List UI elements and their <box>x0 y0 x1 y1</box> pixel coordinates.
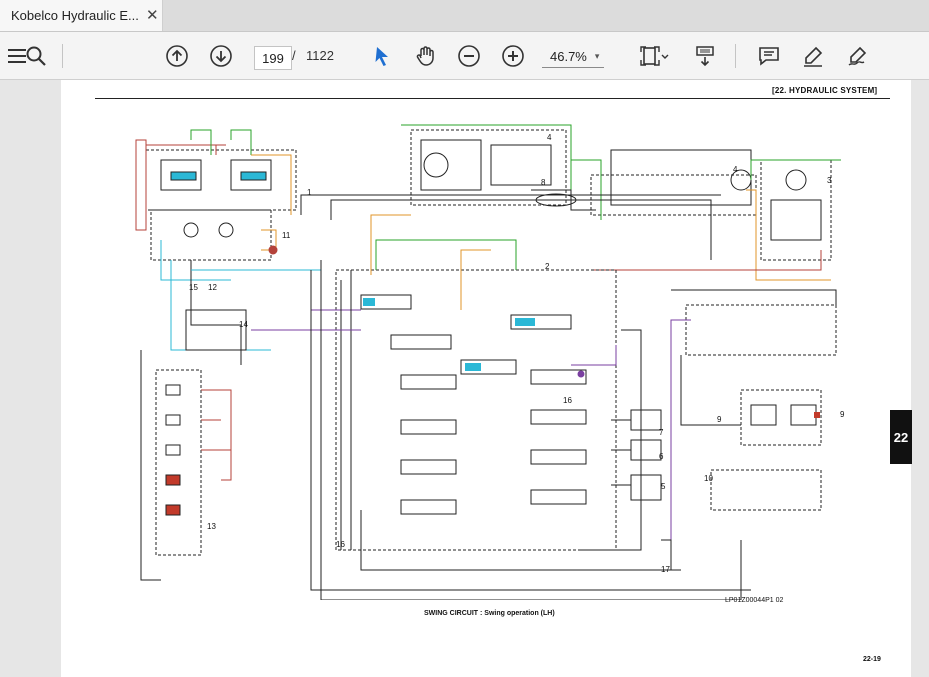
menu-icon[interactable] <box>4 43 30 69</box>
tab-title: Kobelco Hydraulic E... <box>11 8 139 23</box>
highlight-pen-icon[interactable] <box>800 43 826 69</box>
callout-15: 15 <box>189 283 198 292</box>
chevron-down-icon: ▾ <box>594 50 600 61</box>
callout-11: 11 <box>282 231 291 240</box>
callout-17: 17 <box>661 565 670 574</box>
callout-1: 1 <box>307 188 312 197</box>
callout-16-bottom: 16 <box>336 540 345 549</box>
zoom-out-icon[interactable] <box>456 43 482 69</box>
callout-4-left-travel: 4 <box>733 165 738 174</box>
drawing-number: LP01Z00044P1 02 <box>725 597 784 604</box>
callout-10: 10 <box>704 474 713 483</box>
hand-tool-icon[interactable] <box>413 43 439 69</box>
page-fit-icon[interactable] <box>637 43 663 69</box>
callout-9-left: 9 <box>717 415 722 424</box>
hydraulic-circuit-diagram <box>135 124 841 600</box>
comment-icon[interactable] <box>756 43 782 69</box>
zoom-value: 46.7% <box>550 48 587 64</box>
page-separator: / <box>292 48 296 63</box>
page-number-input[interactable] <box>254 46 292 70</box>
page-number-label: 22-19 <box>863 656 881 663</box>
callout-7: 7 <box>659 428 664 437</box>
scroll-mode-icon[interactable] <box>692 43 718 69</box>
next-page-icon[interactable] <box>208 43 234 69</box>
callout-12: 12 <box>208 283 217 292</box>
callout-6: 6 <box>659 452 664 461</box>
callout-5: 5 <box>661 482 666 491</box>
header-rule <box>95 98 890 99</box>
sign-icon[interactable] <box>845 43 871 69</box>
select-cursor-icon[interactable] <box>369 43 395 69</box>
page-total: 1122 <box>306 48 334 63</box>
callout-4-right-travel: 4 <box>547 133 552 142</box>
previous-page-icon[interactable] <box>164 43 190 69</box>
document-tab[interactable]: Kobelco Hydraulic E... ✕ <box>0 0 163 31</box>
callout-9-right: 9 <box>840 410 845 419</box>
chapter-tab: 22 <box>890 410 912 464</box>
fit-menu-chevron-icon[interactable] <box>660 43 670 69</box>
toolbar-divider <box>735 44 736 68</box>
callout-2: 2 <box>545 262 550 271</box>
section-heading: [22. HYDRAULIC SYSTEM] <box>772 86 878 95</box>
toolbar-divider <box>62 44 63 68</box>
figure-caption: SWING CIRCUIT : Swing operation (LH) <box>424 610 555 617</box>
zoom-in-icon[interactable] <box>500 43 526 69</box>
callout-3: 3 <box>827 176 832 185</box>
tab-bar: Kobelco Hydraulic E... ✕ <box>0 0 929 32</box>
document-page: [22. HYDRAULIC SYSTEM] <box>61 80 911 677</box>
callout-14: 14 <box>239 320 248 329</box>
callout-16-right: 16 <box>563 396 572 405</box>
toolbar: / 1122 46.7% ▾ <box>0 32 929 80</box>
callout-8: 8 <box>541 178 546 187</box>
zoom-select[interactable]: 46.7% ▾ <box>542 45 604 68</box>
close-tab-icon[interactable]: ✕ <box>146 7 159 24</box>
search-icon[interactable] <box>23 43 49 69</box>
callout-13: 13 <box>207 522 216 531</box>
